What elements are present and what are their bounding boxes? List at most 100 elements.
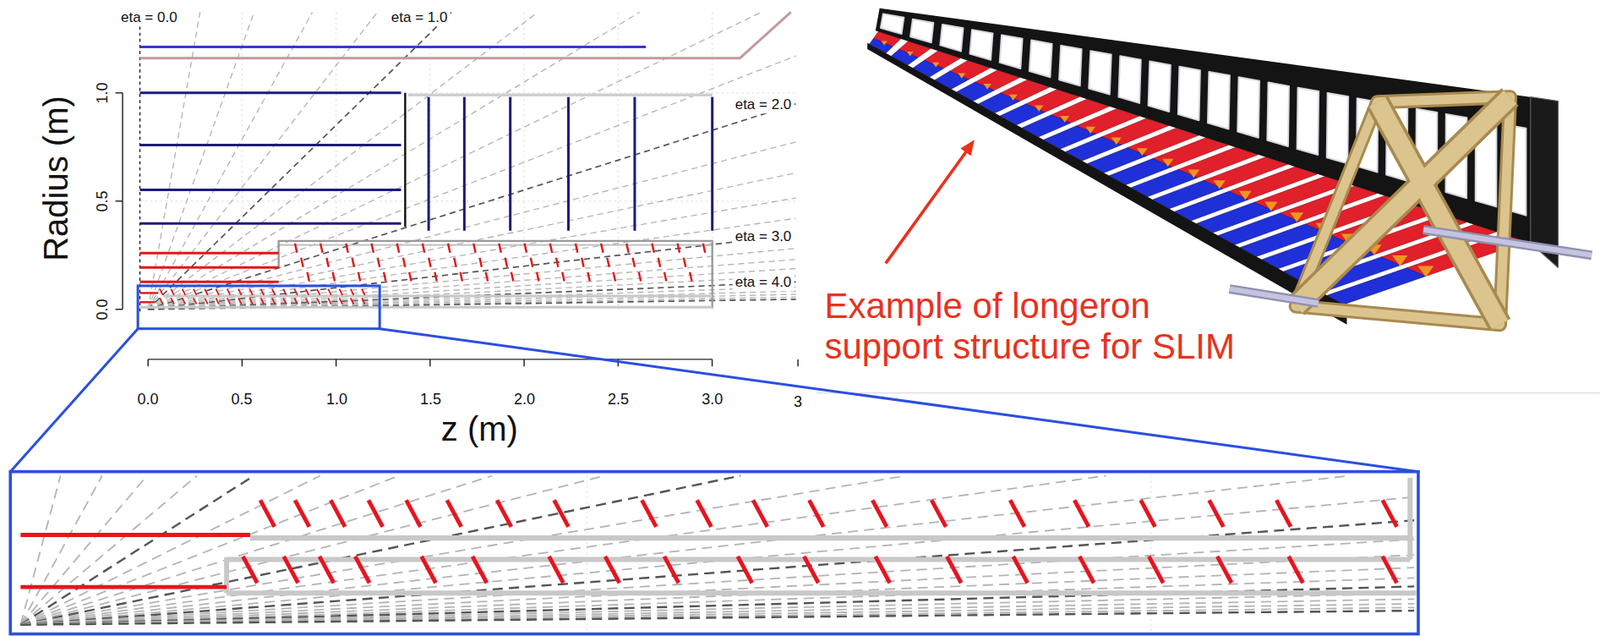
- pixel-disk: [261, 289, 265, 295]
- callout-arrowhead: [960, 139, 975, 156]
- pixel-disk: [193, 297, 197, 304]
- pixel-disk: [238, 297, 242, 304]
- cooling-rod: [1229, 289, 1319, 304]
- pixel-disk: [406, 499, 421, 526]
- eta-line: [20, 603, 1415, 625]
- pixel-disk: [403, 257, 405, 268]
- divider-line: [816, 392, 1600, 394]
- solenoid-line: [140, 11, 792, 58]
- eta-label: eta = 3.0: [732, 228, 795, 246]
- pixel-disk: [294, 243, 297, 253]
- tick-mark: [523, 359, 525, 366]
- plate-window: [999, 34, 1023, 69]
- plate-window: [910, 19, 934, 44]
- eta-line: [20, 475, 1350, 624]
- pixel-disk: [689, 272, 692, 282]
- tick-mark: [241, 359, 243, 366]
- pixel-disk: [283, 556, 299, 583]
- support-line: [163, 294, 712, 298]
- zoom-line: [10, 328, 138, 472]
- tick-label: 2.5: [607, 390, 629, 409]
- cooling-clip: [1034, 104, 1044, 111]
- eta-line: [20, 475, 148, 624]
- pixel-disk: [697, 499, 712, 526]
- pixel-disk: [664, 556, 679, 583]
- tick-mark: [711, 359, 713, 366]
- pixel-disk: [575, 243, 578, 253]
- eta-line: [20, 519, 1415, 624]
- pixel-disk: [587, 272, 590, 282]
- pixel-disk: [249, 289, 253, 295]
- cooling-clip: [1187, 169, 1200, 178]
- tick-mark: [115, 308, 123, 310]
- pixel-disk: [350, 297, 355, 304]
- support-line: [250, 535, 1414, 541]
- pixel-disk: [1141, 499, 1156, 526]
- pixel-disk: [422, 243, 425, 253]
- cooling-clip: [1059, 115, 1070, 123]
- pixel-disk: [1148, 556, 1164, 583]
- pixel-disk: [326, 257, 328, 268]
- grid-line: [140, 92, 797, 93]
- pixel-disk: [204, 289, 208, 295]
- pixel-disk: [562, 272, 564, 282]
- pixel-barrel: [140, 280, 279, 284]
- callout-arrow: [885, 149, 968, 263]
- tick-label: 2.0: [513, 390, 536, 409]
- pixel-disk: [505, 257, 508, 268]
- cooling-clip: [1213, 180, 1226, 189]
- pixel-disk: [486, 272, 488, 282]
- pixel-disk: [1288, 556, 1304, 583]
- pixel-disk: [530, 257, 533, 268]
- pixel-disk: [320, 243, 323, 253]
- pixel-disk: [272, 289, 276, 295]
- pixel-disk: [803, 556, 819, 583]
- eta-line: [147, 11, 639, 309]
- end-frame: [1295, 97, 1510, 325]
- eta-line: [20, 567, 1415, 625]
- pixel-disk: [242, 556, 257, 583]
- axis-label: z (m): [441, 409, 519, 448]
- tick-label: 0.5: [92, 190, 111, 212]
- pixel-disk: [371, 243, 374, 253]
- lower-rail: [867, 43, 1347, 325]
- barrel-layer: [140, 222, 402, 225]
- eta-line: [147, 248, 796, 310]
- pixel-disk: [753, 499, 768, 526]
- grid-line: [241, 11, 243, 309]
- pixel-disk: [498, 243, 501, 253]
- tick-label: 3: [793, 392, 803, 410]
- tick-label: 0.0: [137, 390, 159, 409]
- cooling-clip: [932, 62, 940, 68]
- pixel-disk: [524, 243, 527, 253]
- eta-line: [147, 11, 538, 309]
- pixel-disk: [664, 272, 667, 282]
- pixel-disk: [305, 289, 310, 295]
- plate-window: [880, 13, 904, 34]
- eta-line: [20, 593, 1415, 625]
- beam-pipe: [226, 589, 1416, 596]
- pixel-disk: [159, 297, 164, 304]
- pixel-disk: [249, 297, 253, 304]
- pixel-disk: [1010, 499, 1025, 526]
- pixel-disk: [316, 289, 321, 295]
- pixel-disk: [327, 297, 332, 304]
- eta-line: [20, 496, 1415, 625]
- pixel-disk: [1079, 556, 1094, 583]
- cooling-rod: [1423, 229, 1592, 256]
- endcap-disk: [508, 97, 512, 231]
- axis-label: Radius (m): [36, 96, 76, 263]
- eta-line: [20, 475, 321, 624]
- tick-mark: [115, 92, 123, 93]
- pixel-disk: [677, 243, 680, 253]
- pixel-disk: [182, 297, 186, 304]
- zoom-box: [10, 471, 1419, 634]
- pixel-barrel: [140, 291, 159, 294]
- pixel-disk: [496, 499, 512, 526]
- pixel-disk: [294, 289, 298, 295]
- tick-mark: [335, 359, 337, 366]
- pixel-disk: [606, 257, 609, 268]
- grid-line: [524, 11, 525, 309]
- pixel-disk: [305, 297, 310, 304]
- pixel-disk: [215, 289, 219, 295]
